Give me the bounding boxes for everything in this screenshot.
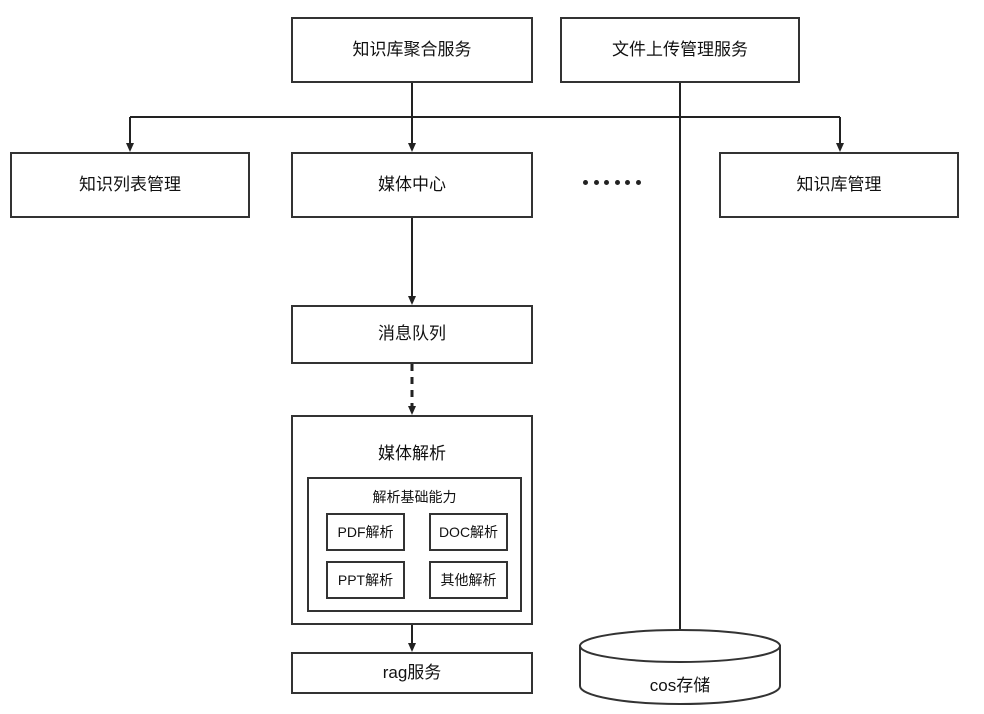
node-pdf-parsing[interactable]: PDF解析 — [326, 513, 405, 551]
ellipsis-dot — [614, 179, 620, 185]
node-knowledge-aggregation-service[interactable]: 知识库聚合服务 — [291, 17, 533, 83]
node-label: 消息队列 — [378, 324, 446, 344]
node-file-upload-management-service[interactable]: 文件上传管理服务 — [560, 17, 800, 83]
node-label: 知识列表管理 — [79, 174, 181, 194]
node-label: PPT解析 — [337, 572, 394, 588]
node-message-queue[interactable]: 消息队列 — [291, 305, 533, 364]
node-rag-service[interactable]: rag服务 — [291, 652, 533, 694]
group-parsing-base-capability-title: 解析基础能力 — [372, 489, 457, 505]
node-other-parsing[interactable]: 其他解析 — [429, 561, 508, 599]
group-media-parsing-title: 媒体解析 — [378, 444, 446, 463]
ellipsis-indicator — [583, 179, 641, 185]
node-ppt-parsing[interactable]: PPT解析 — [326, 561, 405, 599]
node-label: cos存储 — [649, 676, 711, 695]
node-doc-parsing[interactable]: DOC解析 — [429, 513, 508, 551]
node-cos-storage[interactable]: cos存储 — [578, 628, 782, 708]
ellipsis-dot — [593, 179, 599, 185]
node-label: DOC解析 — [438, 524, 499, 540]
ellipsis-dot — [625, 179, 631, 185]
node-label: 其他解析 — [440, 572, 497, 588]
ellipsis-dot — [635, 179, 641, 185]
node-knowledge-list-management[interactable]: 知识列表管理 — [10, 152, 250, 218]
node-label: PDF解析 — [337, 524, 394, 540]
group-parsing-base-capability[interactable]: 解析基础能力 PDF解析 DOC解析 PPT解析 其他解析 — [307, 477, 522, 612]
node-label: 知识库聚合服务 — [352, 39, 472, 59]
node-label: 媒体中心 — [378, 174, 446, 194]
cylinder-shape — [579, 629, 781, 705]
node-knowledge-base-management[interactable]: 知识库管理 — [719, 152, 959, 218]
node-media-center[interactable]: 媒体中心 — [291, 152, 533, 218]
node-label: 知识库管理 — [796, 174, 882, 194]
ellipsis-dot — [604, 179, 610, 185]
node-label: rag服务 — [382, 662, 442, 682]
node-label: 文件上传管理服务 — [612, 39, 748, 59]
group-media-parsing[interactable]: 媒体解析 解析基础能力 PDF解析 DOC解析 PPT解析 其他解析 — [291, 415, 533, 625]
ellipsis-dot — [583, 179, 588, 185]
